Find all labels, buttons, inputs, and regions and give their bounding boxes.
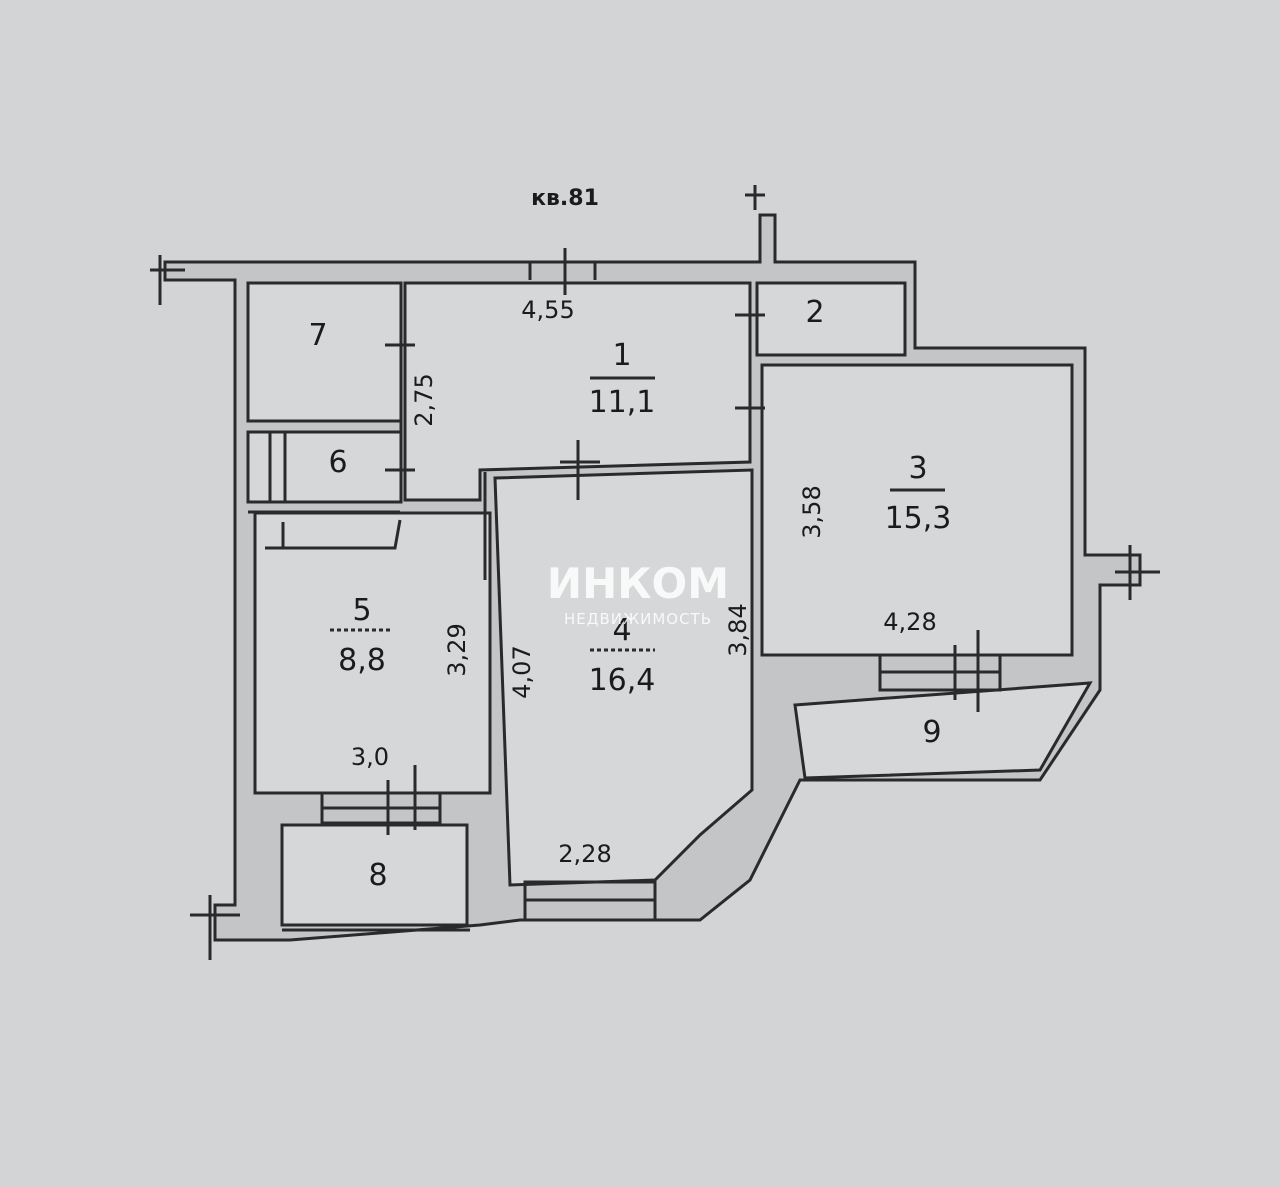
room-8-area [280, 823, 469, 927]
room-8-number: 8 [368, 858, 387, 893]
room-5-number: 5 [352, 593, 371, 628]
dimension-room-3-width: 4,28 [883, 608, 936, 636]
inkom-watermark: ИНКОМ НЕДВИЖИМОСТЬ [547, 559, 729, 628]
watermark-brand: ИНКОМ [547, 559, 729, 608]
room-6-number: 6 [328, 445, 347, 480]
dimension-room-5-depth: 3,29 [443, 623, 471, 676]
dimension-room-3-depth: 3,58 [798, 485, 826, 538]
room-7-area [246, 281, 403, 423]
room-3-area-value: 15,3 [885, 501, 952, 536]
room-4-area-value: 16,4 [589, 663, 656, 698]
dimension-room-5-width: 3,0 [351, 743, 389, 771]
room-4-number: 4 [612, 613, 631, 648]
dimension-labels: 4,55 2,75 3,58 4,28 3,29 3,0 4,07 3,84 2… [351, 296, 937, 868]
room-7-number: 7 [308, 318, 327, 353]
room-1-number: 1 [612, 338, 631, 373]
room-5-area [253, 511, 492, 795]
room-interiors [246, 281, 1093, 927]
room-2-area [755, 281, 907, 357]
dimension-room-4-depth-left: 4,07 [508, 645, 536, 698]
room-3-number: 3 [908, 451, 927, 486]
room-5-area-value: 8,8 [338, 643, 386, 678]
wall-details [150, 185, 1160, 960]
room-3-area [760, 363, 1074, 657]
room-2-number: 2 [805, 295, 824, 330]
dimension-room-1-depth: 2,75 [410, 373, 438, 426]
room-1-area-value: 11,1 [589, 385, 656, 420]
apartment-title: кв.81 [531, 186, 599, 211]
dimension-room-4-depth-right: 3,84 [724, 603, 752, 656]
dimension-room-4-width: 2,28 [558, 840, 611, 868]
watermark-subtitle: НЕДВИЖИМОСТЬ [564, 610, 712, 628]
room-labels: 1 11,1 2 3 15,3 4 16,4 5 8,8 6 7 8 9 [308, 295, 951, 893]
dimension-room-1-width: 4,55 [521, 296, 574, 324]
room-9-number: 9 [922, 715, 941, 750]
